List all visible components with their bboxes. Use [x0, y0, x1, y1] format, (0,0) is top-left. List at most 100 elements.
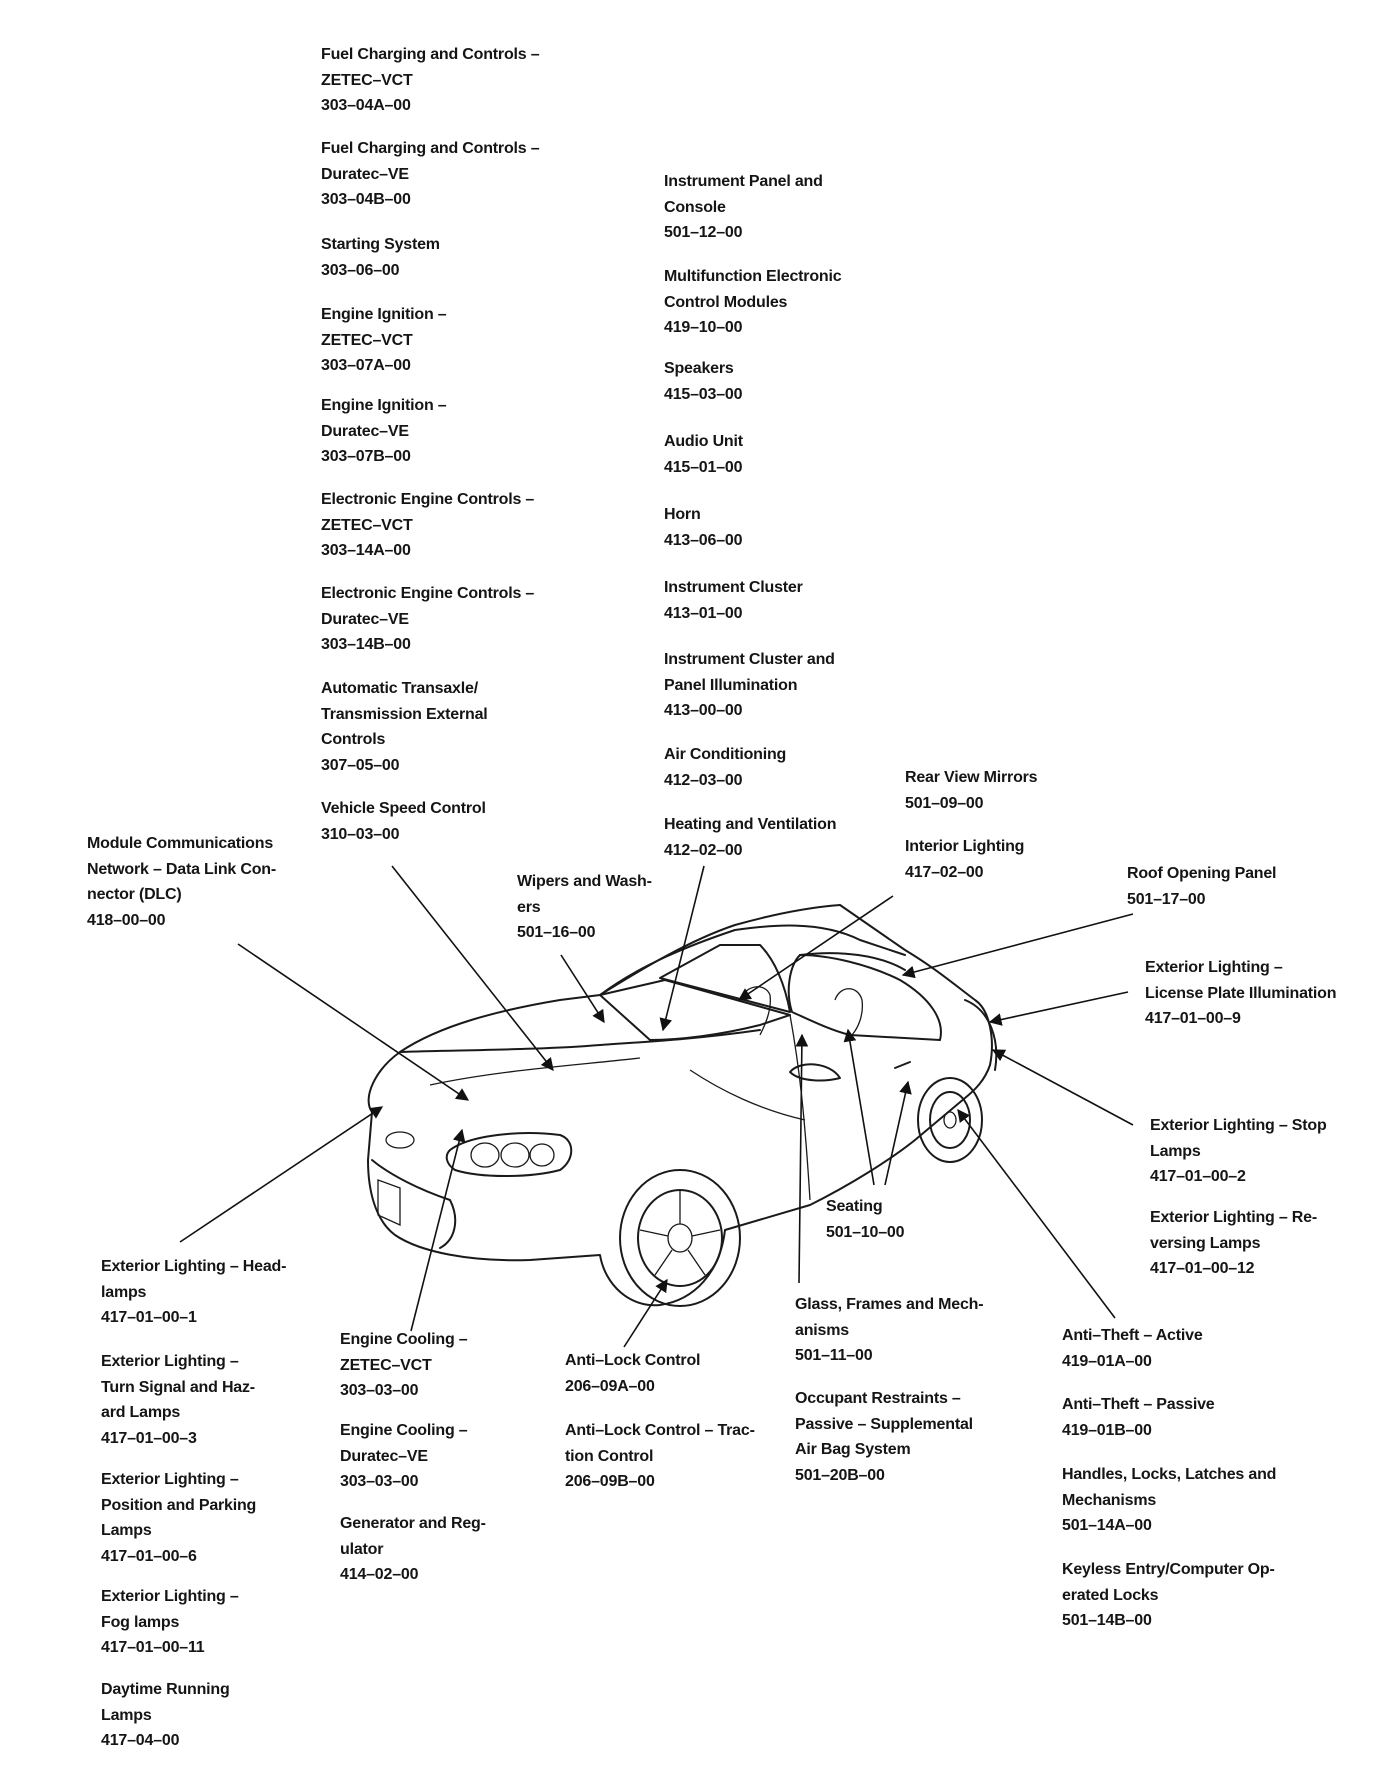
label-audio-unit: Audio Unit 415–01–00: [664, 429, 743, 480]
label-line: Fog lamps: [101, 1613, 180, 1631]
label-line: Starting System: [321, 236, 440, 253]
label-code: 303–03–00: [340, 1473, 419, 1490]
label-code: 415–01–00: [664, 458, 743, 476]
label-license-plate-illumination: Exterior Lighting –License Plate Illumin…: [1145, 955, 1336, 1032]
label-line: Generator and Reg-: [340, 1515, 486, 1532]
label-line: Network – Data Link Con-: [87, 860, 277, 878]
label-code: 417–01–00–11: [101, 1639, 205, 1656]
label-line: Lamps: [101, 1706, 152, 1724]
label-anti-lock-control: Anti–Lock Control 206–09A–00: [565, 1348, 700, 1399]
label-code: 303–04A–00: [321, 97, 411, 114]
label-code: 412–03–00: [664, 771, 743, 789]
label-line: Duratec–VE: [321, 422, 409, 440]
label-line: anisms: [795, 1321, 849, 1339]
label-code: 412–02–00: [664, 841, 743, 859]
label-line: Exterior Lighting – Re-: [1150, 1209, 1317, 1226]
label-line: Seating: [826, 1198, 883, 1215]
label-line: Audio Unit: [664, 433, 743, 450]
leader-anti-lock: [623, 1278, 668, 1348]
label-line: Air Bag System: [795, 1441, 911, 1458]
leader-electronic-engine-controls: [391, 865, 554, 1072]
label-line: Engine Cooling –: [340, 1331, 468, 1348]
label-line: ZETEC–VCT: [321, 516, 413, 534]
label-line: ard Lamps: [101, 1404, 181, 1421]
label-line: Controls: [321, 731, 386, 748]
label-line: ZETEC–VCT: [321, 71, 413, 89]
label-line: Turn Signal and Haz-: [101, 1378, 255, 1396]
label-rear-view-mirrors: Rear View Mirrors 501–09–00: [905, 765, 1038, 816]
label-line: Lamps: [101, 1522, 152, 1539]
label-line: Rear View Mirrors: [905, 769, 1038, 786]
label-line: Engine Ignition –: [321, 306, 447, 323]
label-line: Duratec–VE: [340, 1447, 428, 1465]
label-line: ZETEC–VCT: [340, 1356, 432, 1374]
label-code: 418–00–00: [87, 911, 166, 929]
label-line: ZETEC–VCT: [321, 331, 413, 349]
label-line: Control Modules: [664, 293, 788, 311]
label-code: 501–20B–00: [795, 1466, 885, 1484]
label-code: 413–01–00: [664, 604, 743, 622]
label-line: Instrument Cluster and: [664, 651, 835, 668]
label-code: 417–01–00–3: [101, 1429, 197, 1447]
label-code: 413–06–00: [664, 531, 743, 549]
label-code: 419–10–00: [664, 319, 743, 336]
label-line: Interior Lighting: [905, 838, 1025, 855]
leader-roof-opening: [901, 913, 1134, 979]
label-line: Anti–Theft – Active: [1062, 1327, 1203, 1344]
label-line: Duratec–VE: [321, 165, 409, 183]
label-code: 501–14A–00: [1062, 1517, 1152, 1534]
label-line: Transmission External: [321, 705, 488, 723]
label-line: Electronic Engine Controls –: [321, 585, 535, 602]
leader-headlamps: [179, 1106, 384, 1243]
label-line: lamps: [101, 1283, 147, 1301]
label-line: Module Communications: [87, 835, 274, 852]
label-line: nector (DLC): [87, 886, 182, 903]
leader-stop-lamps: [991, 1049, 1134, 1126]
label-code: 206–09A–00: [565, 1377, 655, 1395]
label-code: 303–14A–00: [321, 542, 411, 559]
label-line: Engine Ignition –: [321, 397, 447, 414]
label-code: 501–09–00: [905, 794, 984, 812]
label-line: Instrument Panel and: [664, 173, 823, 190]
label-line: Daytime Running: [101, 1681, 230, 1698]
label-line: Speakers: [664, 360, 734, 377]
label-code: 414–02–00: [340, 1566, 419, 1583]
label-line: Mechanisms: [1062, 1491, 1157, 1509]
leader-anti-theft: [957, 1108, 1116, 1319]
label-code: 501–16–00: [517, 924, 596, 941]
label-line: Console: [664, 198, 726, 216]
label-line: Keyless Entry/Computer Op-: [1062, 1561, 1275, 1578]
label-line: Exterior Lighting – Head-: [101, 1258, 287, 1275]
label-code: 417–04–00: [101, 1732, 180, 1749]
label-line: Position and Parking: [101, 1496, 257, 1514]
label-code: 303–06–00: [321, 261, 400, 279]
label-code: 417–01–00–2: [1150, 1168, 1246, 1185]
leader-module-communications: [237, 943, 470, 1101]
label-code: 419–01B–00: [1062, 1421, 1152, 1439]
label-line: Wipers and Wash-: [517, 873, 652, 890]
label-line: Anti–Lock Control: [565, 1352, 701, 1369]
label-line: Fuel Charging and Controls –: [321, 140, 540, 157]
